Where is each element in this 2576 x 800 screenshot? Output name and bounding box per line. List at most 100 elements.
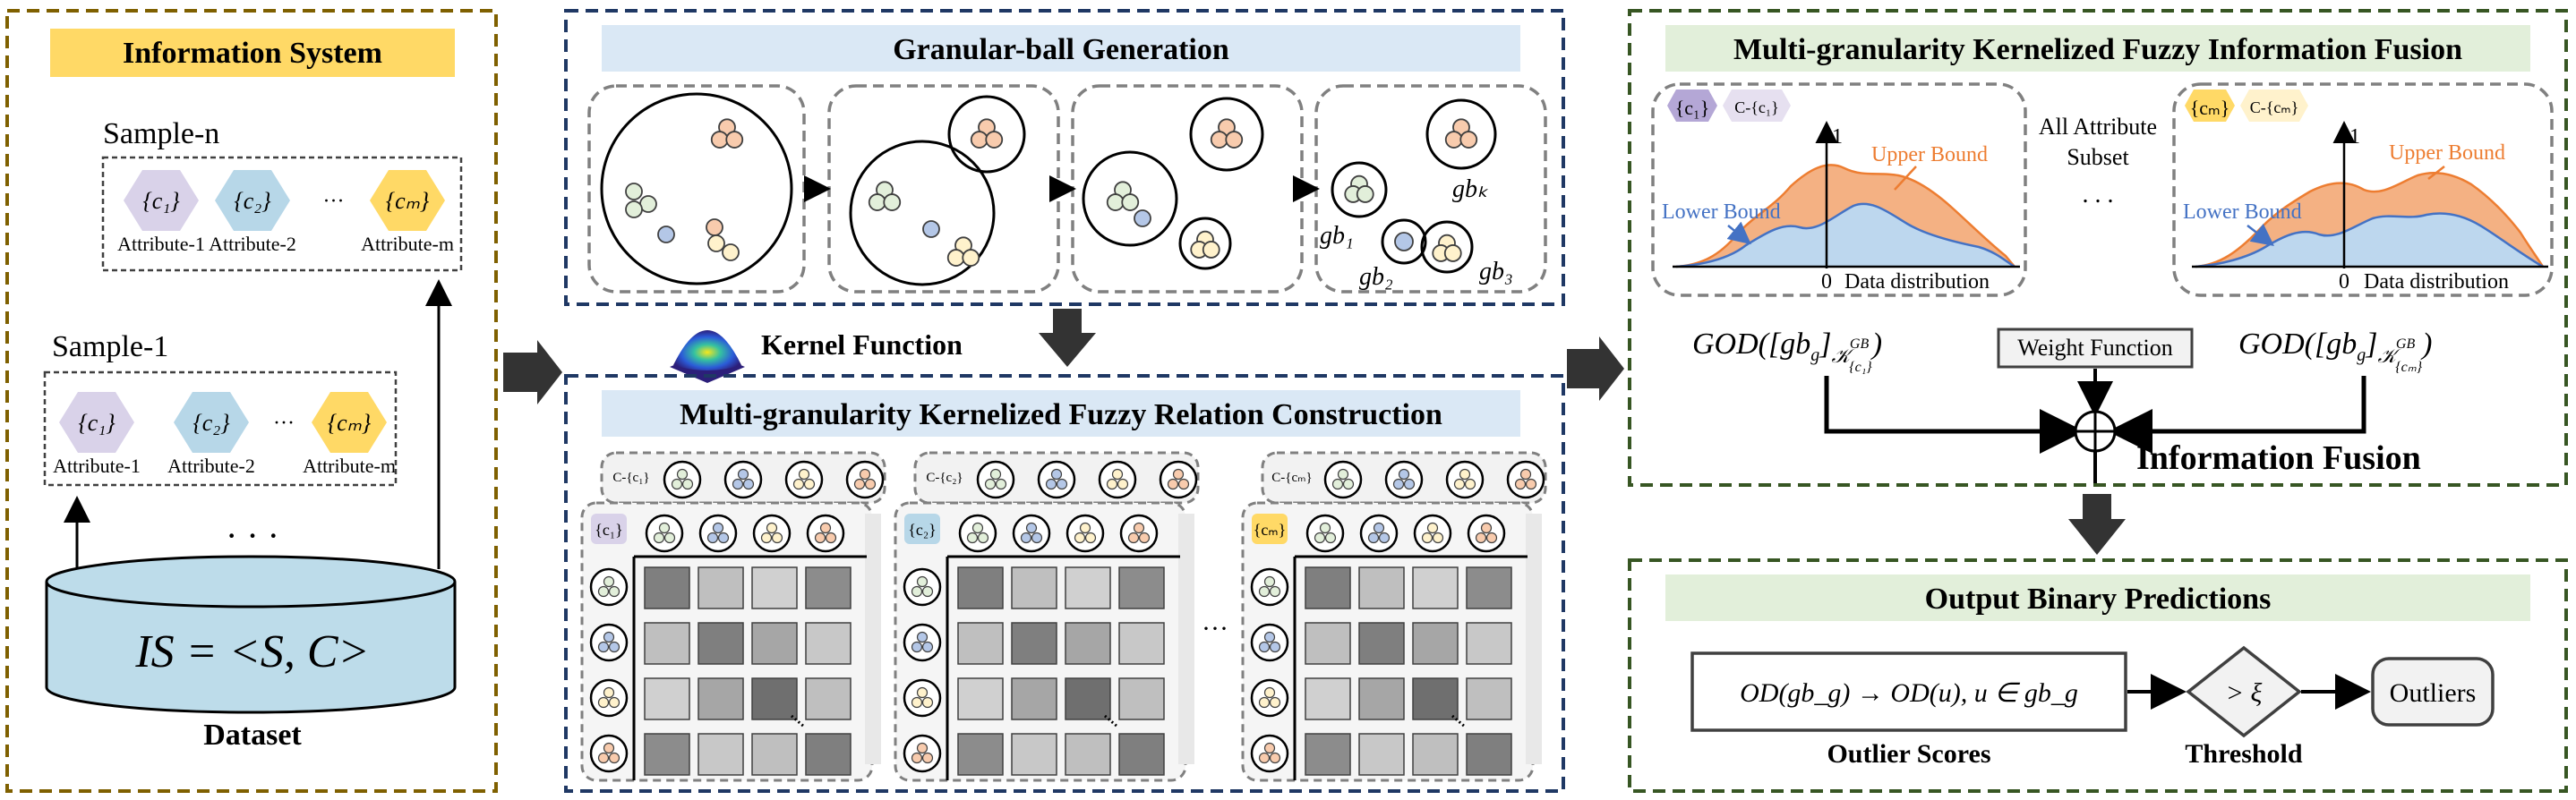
left-upper-bound-label: Upper Bound [1871,143,1988,166]
right-cm-tag-text: {cₘ} [2190,97,2230,119]
left-one-label: 1 [1832,125,1843,149]
relation-cell [957,733,1004,776]
granular-ball [1082,150,1178,247]
matrix-0-back-tag: C-{c₁} [612,471,649,485]
granular-ball [1381,218,1427,265]
left-complement-tag [1723,89,1791,122]
right-upper-bound-label: Upper Bound [2389,141,2505,165]
granular-ball-title: Granular-ball Generation [893,33,1229,66]
granular-ball [600,92,793,285]
attribute-1-hex-icon [215,170,290,231]
sample-1-attr-1-symbol: {c₂} [193,410,230,436]
right-zero-label: 0 [2339,270,2349,294]
sample-n-attr-2-symbol: {cₘ} [386,188,430,214]
relation-cell [1358,622,1405,665]
right-lower-bound-label: Lower Bound [2183,200,2302,224]
weight-function-label: Weight Function [2017,335,2172,361]
arrow-gb-to-relation [1039,309,1096,367]
god-left-formula: GOD([gbg]𝒦GB{c₁}) [1692,328,1882,375]
sample-1-attr-1-label: Attribute-2 [167,455,255,477]
sample-1-attr-ellipsis: ··· [273,412,295,435]
weight-function-box [1997,328,2194,369]
relation-cell [644,733,690,776]
information-system-title: Information System [123,37,382,70]
all-attribute-text: All Attribute [2039,114,2157,140]
right-axis-label: Data distribution [2364,270,2509,294]
gb-3-label: gb₃ [1479,258,1513,285]
sample-n-attr-0-label: Attribute-1 [117,233,205,255]
attribute-1-hex-icon [174,392,249,453]
relation-cell [751,622,798,665]
relation-cell [1305,622,1351,665]
relation-cell [1412,566,1459,609]
outliers-box [2371,657,2495,727]
god-right-formula: GOD([gbg]𝒦GB{cₘ}) [2238,328,2432,375]
left-complement-tag-text: C-{c₁} [1734,98,1779,116]
sample-n-attr-1-label: Attribute-2 [209,233,296,255]
output-title: Output Binary Predictions [1925,583,2272,616]
matrix-2-front-tag: {cₘ} [1254,521,1286,539]
matrix-2-back-tag: C-{cₘ} [1271,471,1312,485]
relation-cell [1305,566,1351,609]
relation-matrix-1: C-{c₂}{c₂} [894,451,1200,782]
granular-ball [1189,97,1264,172]
relation-cell [1466,566,1512,609]
attribute-2-hex-icon [370,170,445,231]
subset-ellipsis: . . . [2083,181,2114,209]
matrix-1-back-tag: C-{c₂} [926,471,963,485]
relation-cell [1118,677,1165,720]
sample-n-attr-0-symbol: {c₁} [142,188,180,214]
relation-construction-title: Multi-granularity Kernelized Fuzzy Relat… [680,398,1442,431]
relation-cell [1011,733,1057,776]
relation-cell [1358,566,1405,609]
sample-1-label: Sample-1 [52,330,168,363]
arrow-fusion-to-output [2068,494,2126,555]
information-fusion-panel: Multi-granularity Kernelized Fuzzy Infor… [1628,9,2568,487]
sample-1-attr-0-label: Attribute-1 [53,455,141,477]
relation-cell [751,566,798,609]
sample-n-attr-ellipsis: ··· [323,190,345,213]
attribute-2-hex-icon [312,392,387,453]
relation-cell [1412,677,1459,720]
relation-cell [805,622,852,665]
left-lower-bound-label: Lower Bound [1662,200,1781,224]
granular-ball [1425,98,1497,170]
relation-cell [805,733,852,776]
svg-text:GOD([gbg]𝒦GB{cₘ}): GOD([gbg]𝒦GB{cₘ}) [2238,328,2432,375]
granular-ball [1331,161,1388,218]
granular-ball [1178,217,1232,270]
sample-n-box [101,156,463,272]
gb-2-label: gb₂ [1359,263,1393,291]
dataset-formula: IS = <S, C> [134,626,369,677]
threshold-diamond [2186,645,2302,738]
arrow-info-to-gb [503,340,562,404]
relation-construction-panel: Multi-granularity Kernelized Fuzzy Relat… [564,374,1565,793]
samples-ellipsis: · · · [226,515,279,556]
fusion-plus-icon [2074,410,2117,453]
sample-1-attr-2-symbol: {cₘ} [328,410,372,436]
gb-1-label: gb₁ [1320,222,1354,250]
relation-cell [751,733,798,776]
information-fusion-title: Multi-granularity Kernelized Fuzzy Infor… [1733,33,2462,66]
matrix-0-front-tag: {c₁} [595,521,623,539]
right-one-label: 1 [2349,125,2360,149]
outliers-label: Outliers [2390,678,2477,708]
gb-k-label: gbₖ [1452,175,1489,203]
relation-cell [1065,622,1111,665]
outlier-score-formula: OD(gb_g) → OD(u), u ∈ gb_g [1740,678,2078,708]
threshold-symbol: > ξ [2226,678,2263,708]
sample-n-label: Sample-n [103,117,219,150]
right-complement-tag-text: C-{cₘ} [2250,98,2298,116]
relation-cell [751,677,798,720]
relation-cell [1358,733,1405,776]
relation-cell [805,566,852,609]
output-panel: Output Binary Predictions OD(gb_g) → OD(… [1628,558,2568,793]
relation-cell [1065,566,1111,609]
relation-cell [644,622,690,665]
relation-cell [1011,622,1057,665]
relation-cell [697,566,744,609]
attribute-0-hex-icon [124,170,199,231]
relation-cell [1011,566,1057,609]
left-c1-tag-text: {c₁} [1675,97,1710,119]
relation-cell [957,566,1004,609]
